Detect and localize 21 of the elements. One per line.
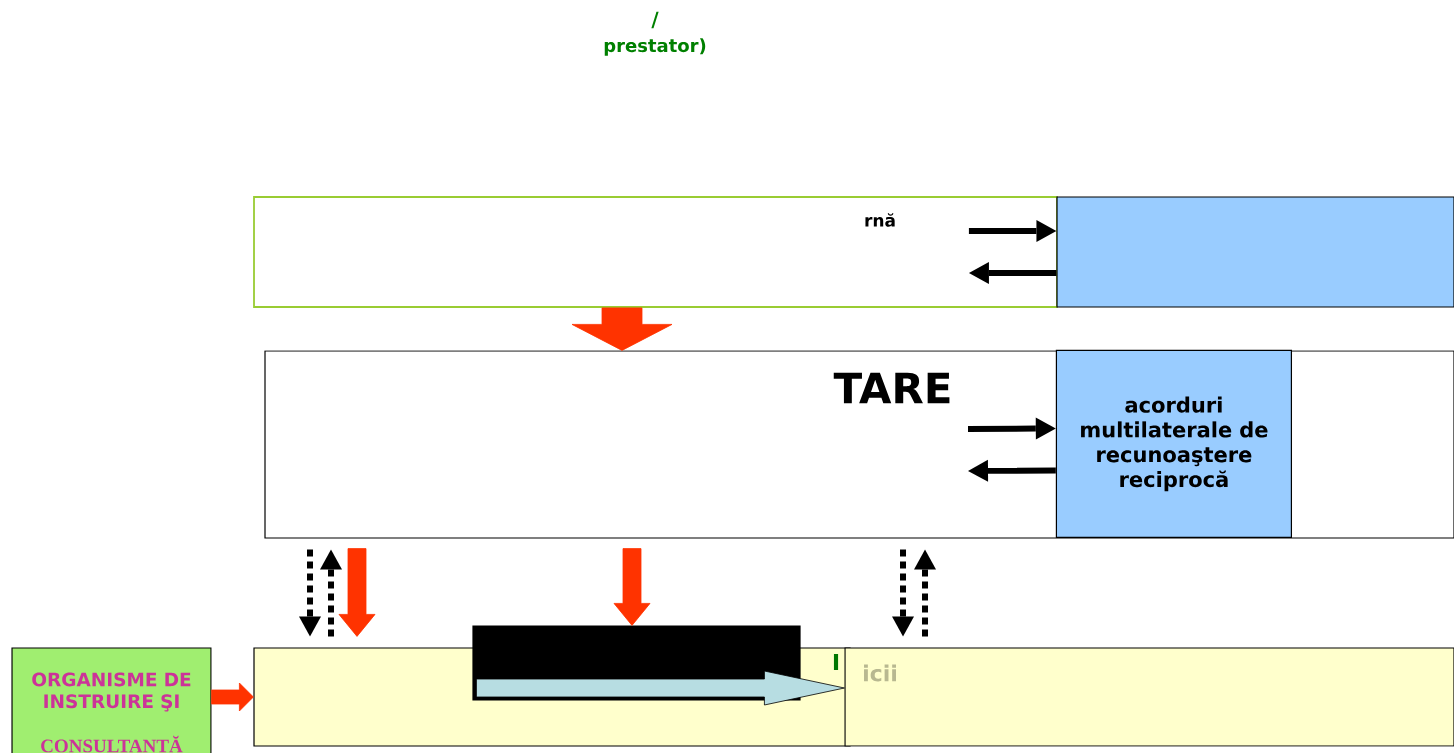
arrow xyxy=(968,220,1057,242)
block-arrow xyxy=(211,682,254,712)
label: / xyxy=(651,11,659,29)
block-arrow xyxy=(338,548,376,637)
dotted-arrow xyxy=(320,549,342,637)
block-arrow xyxy=(476,670,845,706)
process-box xyxy=(1056,196,1454,308)
process-box: ORGANISME DE INSTRUIRE ŞI CONSULTANTĂ xyxy=(11,647,212,753)
block-arrow xyxy=(571,307,673,351)
label: prestator) xyxy=(604,38,706,56)
label: I xyxy=(833,654,839,671)
dotted-arrow xyxy=(892,549,914,637)
block-arrow xyxy=(613,548,651,626)
process-box: rnă xyxy=(253,196,1058,308)
arrow xyxy=(968,417,1056,440)
arrow xyxy=(968,262,1057,284)
process-box: acorduri multilaterale de recunoaştere reciprocă xyxy=(1055,349,1292,538)
process-box: icii xyxy=(844,647,1454,747)
dotted-arrow xyxy=(914,549,936,637)
arrow xyxy=(968,459,1056,482)
dotted-arrow xyxy=(299,549,321,637)
